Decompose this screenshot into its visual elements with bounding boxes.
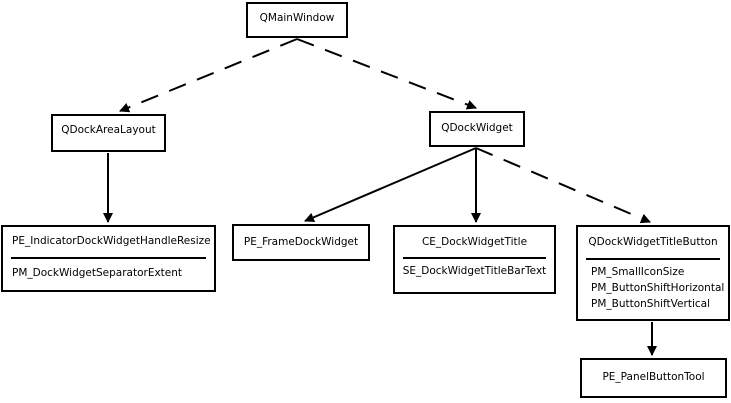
node-title: CE_DockWidgetTitle [421,236,528,248]
node-title: QDockAreaLayout [61,124,156,136]
edge-qmainwindow-to-qdockwidget [296,38,477,110]
node-divider [586,258,720,260]
node-title: PE_IndicatorDockWidgetHandleResize [12,235,211,247]
node-item: PM_DockWidgetSeparatorExtent [12,267,183,279]
node-title: QDockWidgetTitleButton [588,236,718,248]
node-qdockarealayout: QDockAreaLayout [51,114,166,152]
node-title: QMainWindow [259,12,335,24]
edge-qdockwidget-to-titlebutton [475,147,651,224]
node-indicator-dockwidget-handle-resize: PE_IndicatorDockWidgetHandleResize PM_Do… [1,225,216,292]
node-item: PM_ButtonShiftVertical [591,298,710,310]
node-divider [11,257,206,259]
node-title: QDockWidget [441,122,513,134]
node-dockwidget-titlebutton: QDockWidgetTitleButton PM_SmallIconSize … [576,225,730,321]
node-dockwidget-title: CE_DockWidgetTitle SE_DockWidgetTitleBar… [393,225,556,294]
node-qdockwidget: QDockWidget [429,111,525,147]
node-qmainwindow: QMainWindow [246,2,348,38]
node-title: PE_FrameDockWidget [243,236,359,248]
node-item: PM_ButtonShiftHorizontal [591,282,725,294]
edge-qdockwidget-to-framedock [304,147,477,223]
node-panel-buttontool: PE_PanelButtonTool [580,358,727,398]
node-frame-dockwidget: PE_FrameDockWidget [232,224,370,261]
node-divider [403,257,546,259]
node-item: SE_DockWidgetTitleBarText [402,265,547,277]
node-item: PM_SmallIconSize [591,266,685,278]
node-title: PE_PanelButtonTool [602,371,705,383]
edge-qmainwindow-to-qdockarealayout [119,38,298,113]
